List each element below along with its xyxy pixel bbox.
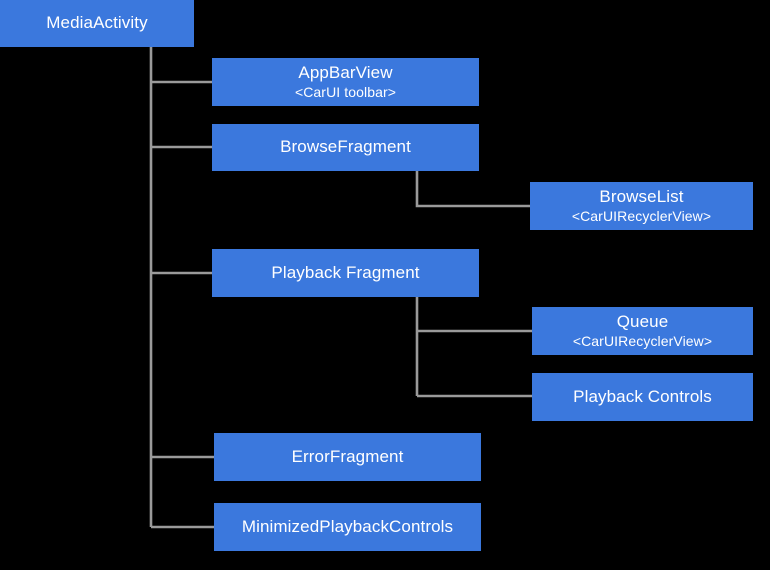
node-title: Playback Fragment: [271, 262, 420, 282]
node-title: Playback Controls: [573, 386, 712, 406]
node-title: Queue: [616, 312, 669, 332]
node-title: ErrorFragment: [291, 446, 404, 466]
node-subtitle: <CarUI toolbar>: [294, 84, 397, 101]
node-title: BrowseFragment: [280, 137, 411, 157]
node-playback-fragment[interactable]: Playback Fragment: [212, 249, 479, 297]
node-title: AppBarView: [298, 63, 393, 83]
node-subtitle: <CarUIRecyclerView>: [572, 333, 713, 350]
node-app-bar-view[interactable]: AppBarView<CarUI toolbar>: [212, 58, 479, 106]
node-media-activity[interactable]: MediaActivity: [0, 0, 194, 47]
node-title: BrowseList: [599, 187, 684, 207]
node-queue[interactable]: Queue<CarUIRecyclerView>: [532, 307, 753, 355]
node-playback-controls[interactable]: Playback Controls: [532, 373, 753, 421]
node-error-fragment[interactable]: ErrorFragment: [214, 433, 481, 481]
node-browse-list[interactable]: BrowseList<CarUIRecyclerView>: [530, 182, 753, 230]
node-title: MediaActivity: [46, 13, 148, 33]
edge-browse-fragment-browse-list: [415, 171, 530, 208]
node-title: MinimizedPlaybackControls: [241, 516, 454, 536]
node-browse-fragment[interactable]: BrowseFragment: [212, 124, 479, 171]
node-subtitle: <CarUIRecyclerView>: [571, 208, 712, 225]
node-minimized-playback-controls[interactable]: MinimizedPlaybackControls: [214, 503, 481, 551]
